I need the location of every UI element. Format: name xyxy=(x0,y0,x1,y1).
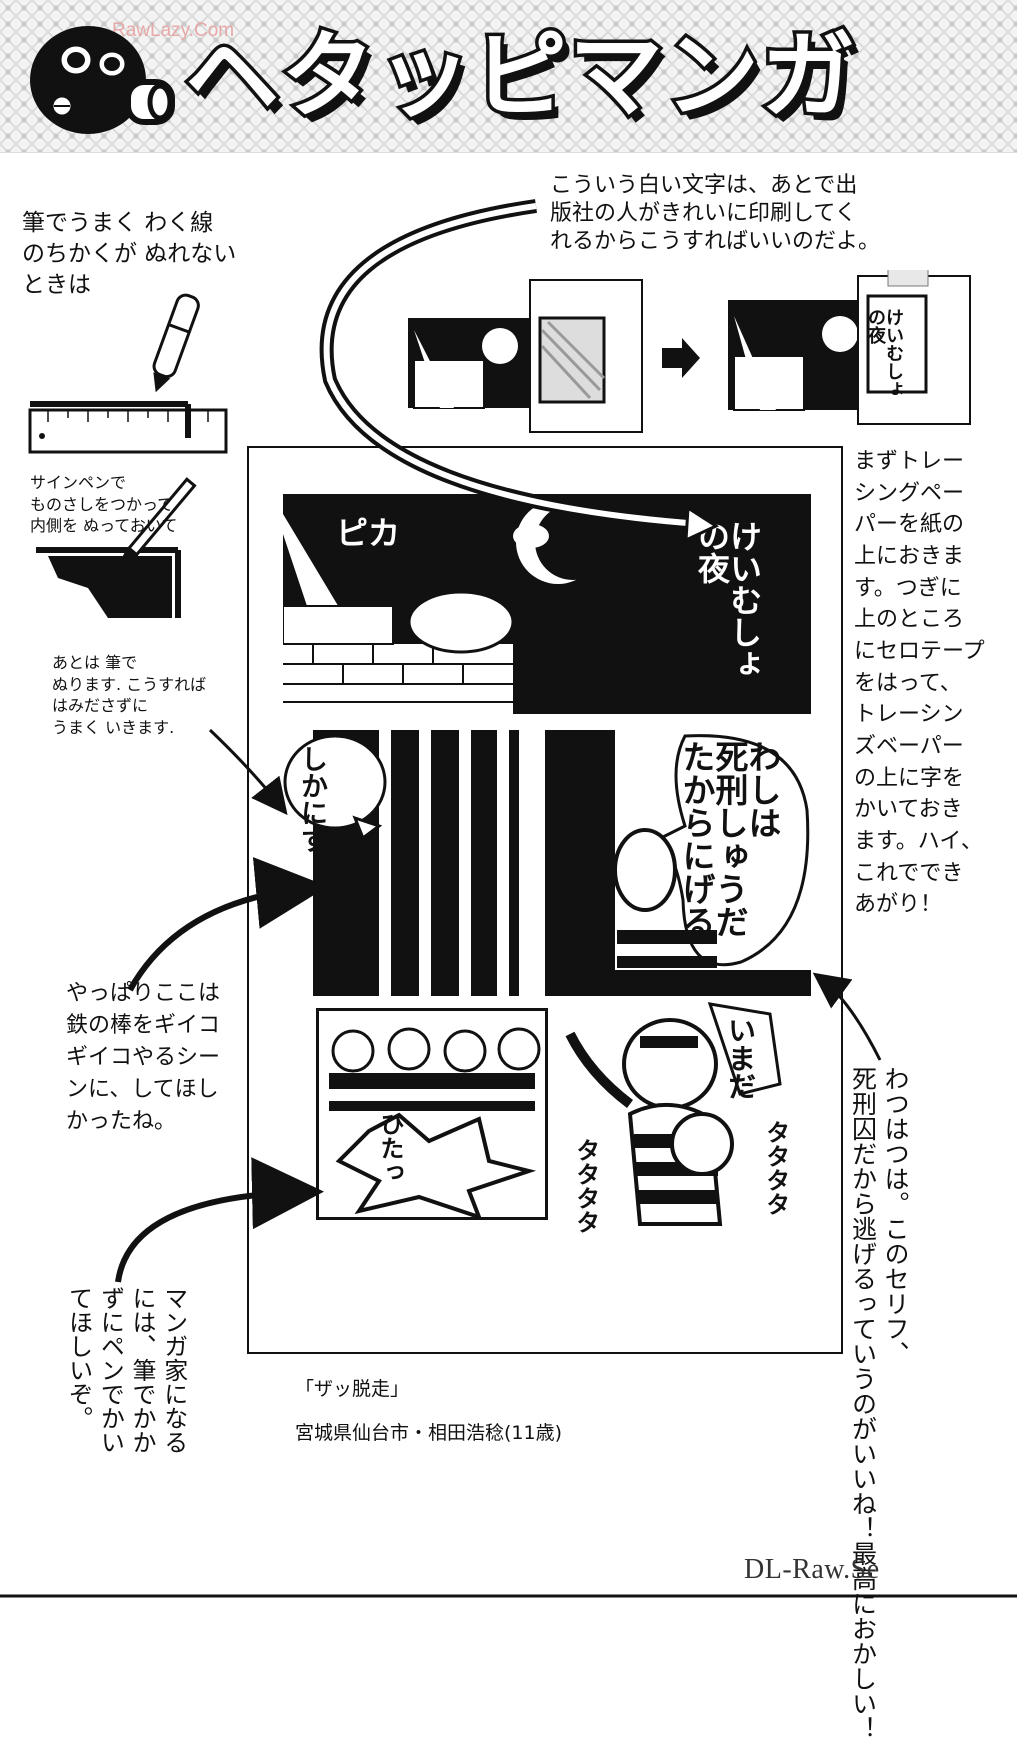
sfx-3: タタタタ xyxy=(572,1138,600,1234)
panel-bars xyxy=(283,730,519,996)
bubble-3: いまだ xyxy=(724,1016,757,1100)
gas-mask-logo xyxy=(30,26,175,134)
credit-title: 「ザッ脱走」 xyxy=(295,1378,410,1400)
right-comment: わつはつは。このセリフ、 死刑囚だから逃げるっていうのがいいね！最高におかしい！ xyxy=(848,1066,911,1741)
left-comment-1: やっぱりここは 鉄の棒をギイコ ギイコやるシー ンに、してほし かったね。 xyxy=(66,981,221,1134)
example-caption: けいむしょ の夜 xyxy=(865,308,904,398)
left-tip-heading: 筆でうまく わく線 のちかくが ぬれない ときは xyxy=(22,210,237,299)
page-title: ヘタッピマンガ xyxy=(181,22,858,131)
watermark-top: RawLazy.Com xyxy=(112,20,235,41)
sfx-pika: ピカ xyxy=(336,514,401,552)
panel-3-art xyxy=(613,730,811,970)
left-tip-step1: サインペンで ものさしをつかって 内側を ぬっておいて xyxy=(30,473,178,536)
panel-1-caption: けいむしょ の夜 xyxy=(693,520,763,680)
sfx-1: ひたっ xyxy=(376,1112,404,1184)
bubble-2: わしは 死刑しゅうだ たからにげる xyxy=(677,740,782,938)
header-pattern-band xyxy=(0,0,1017,153)
right-note: まずトレー シングペー パーを紙の 上におきま す。つぎに 上のところ にセロテ… xyxy=(854,449,985,918)
sfx-2: タタタタ xyxy=(762,1120,790,1216)
top-note: こういう白い文字は、あとで出 版社の人がきれいに印刷してく れるからこうすればい… xyxy=(550,173,881,255)
bubble-1: しかにず xyxy=(296,745,327,853)
panel-5-art xyxy=(565,1002,782,1226)
credit-author: 宮城県仙台市・相田浩稔(11歳) xyxy=(295,1422,563,1444)
watermark-bottom: DL-Raw.Se xyxy=(744,1554,880,1585)
left-tip-step2: あとは 筆で ぬります. こうすれば はみださずに うまく いきます. xyxy=(52,653,207,737)
tracing-paper-example xyxy=(408,270,971,433)
panel-guards xyxy=(316,1008,548,1221)
brush-technique-illustration xyxy=(28,293,228,618)
left-comment-2: マンガ家になる には、筆でかか ずにペンでかい てほしいぞ。 xyxy=(64,1286,188,1454)
